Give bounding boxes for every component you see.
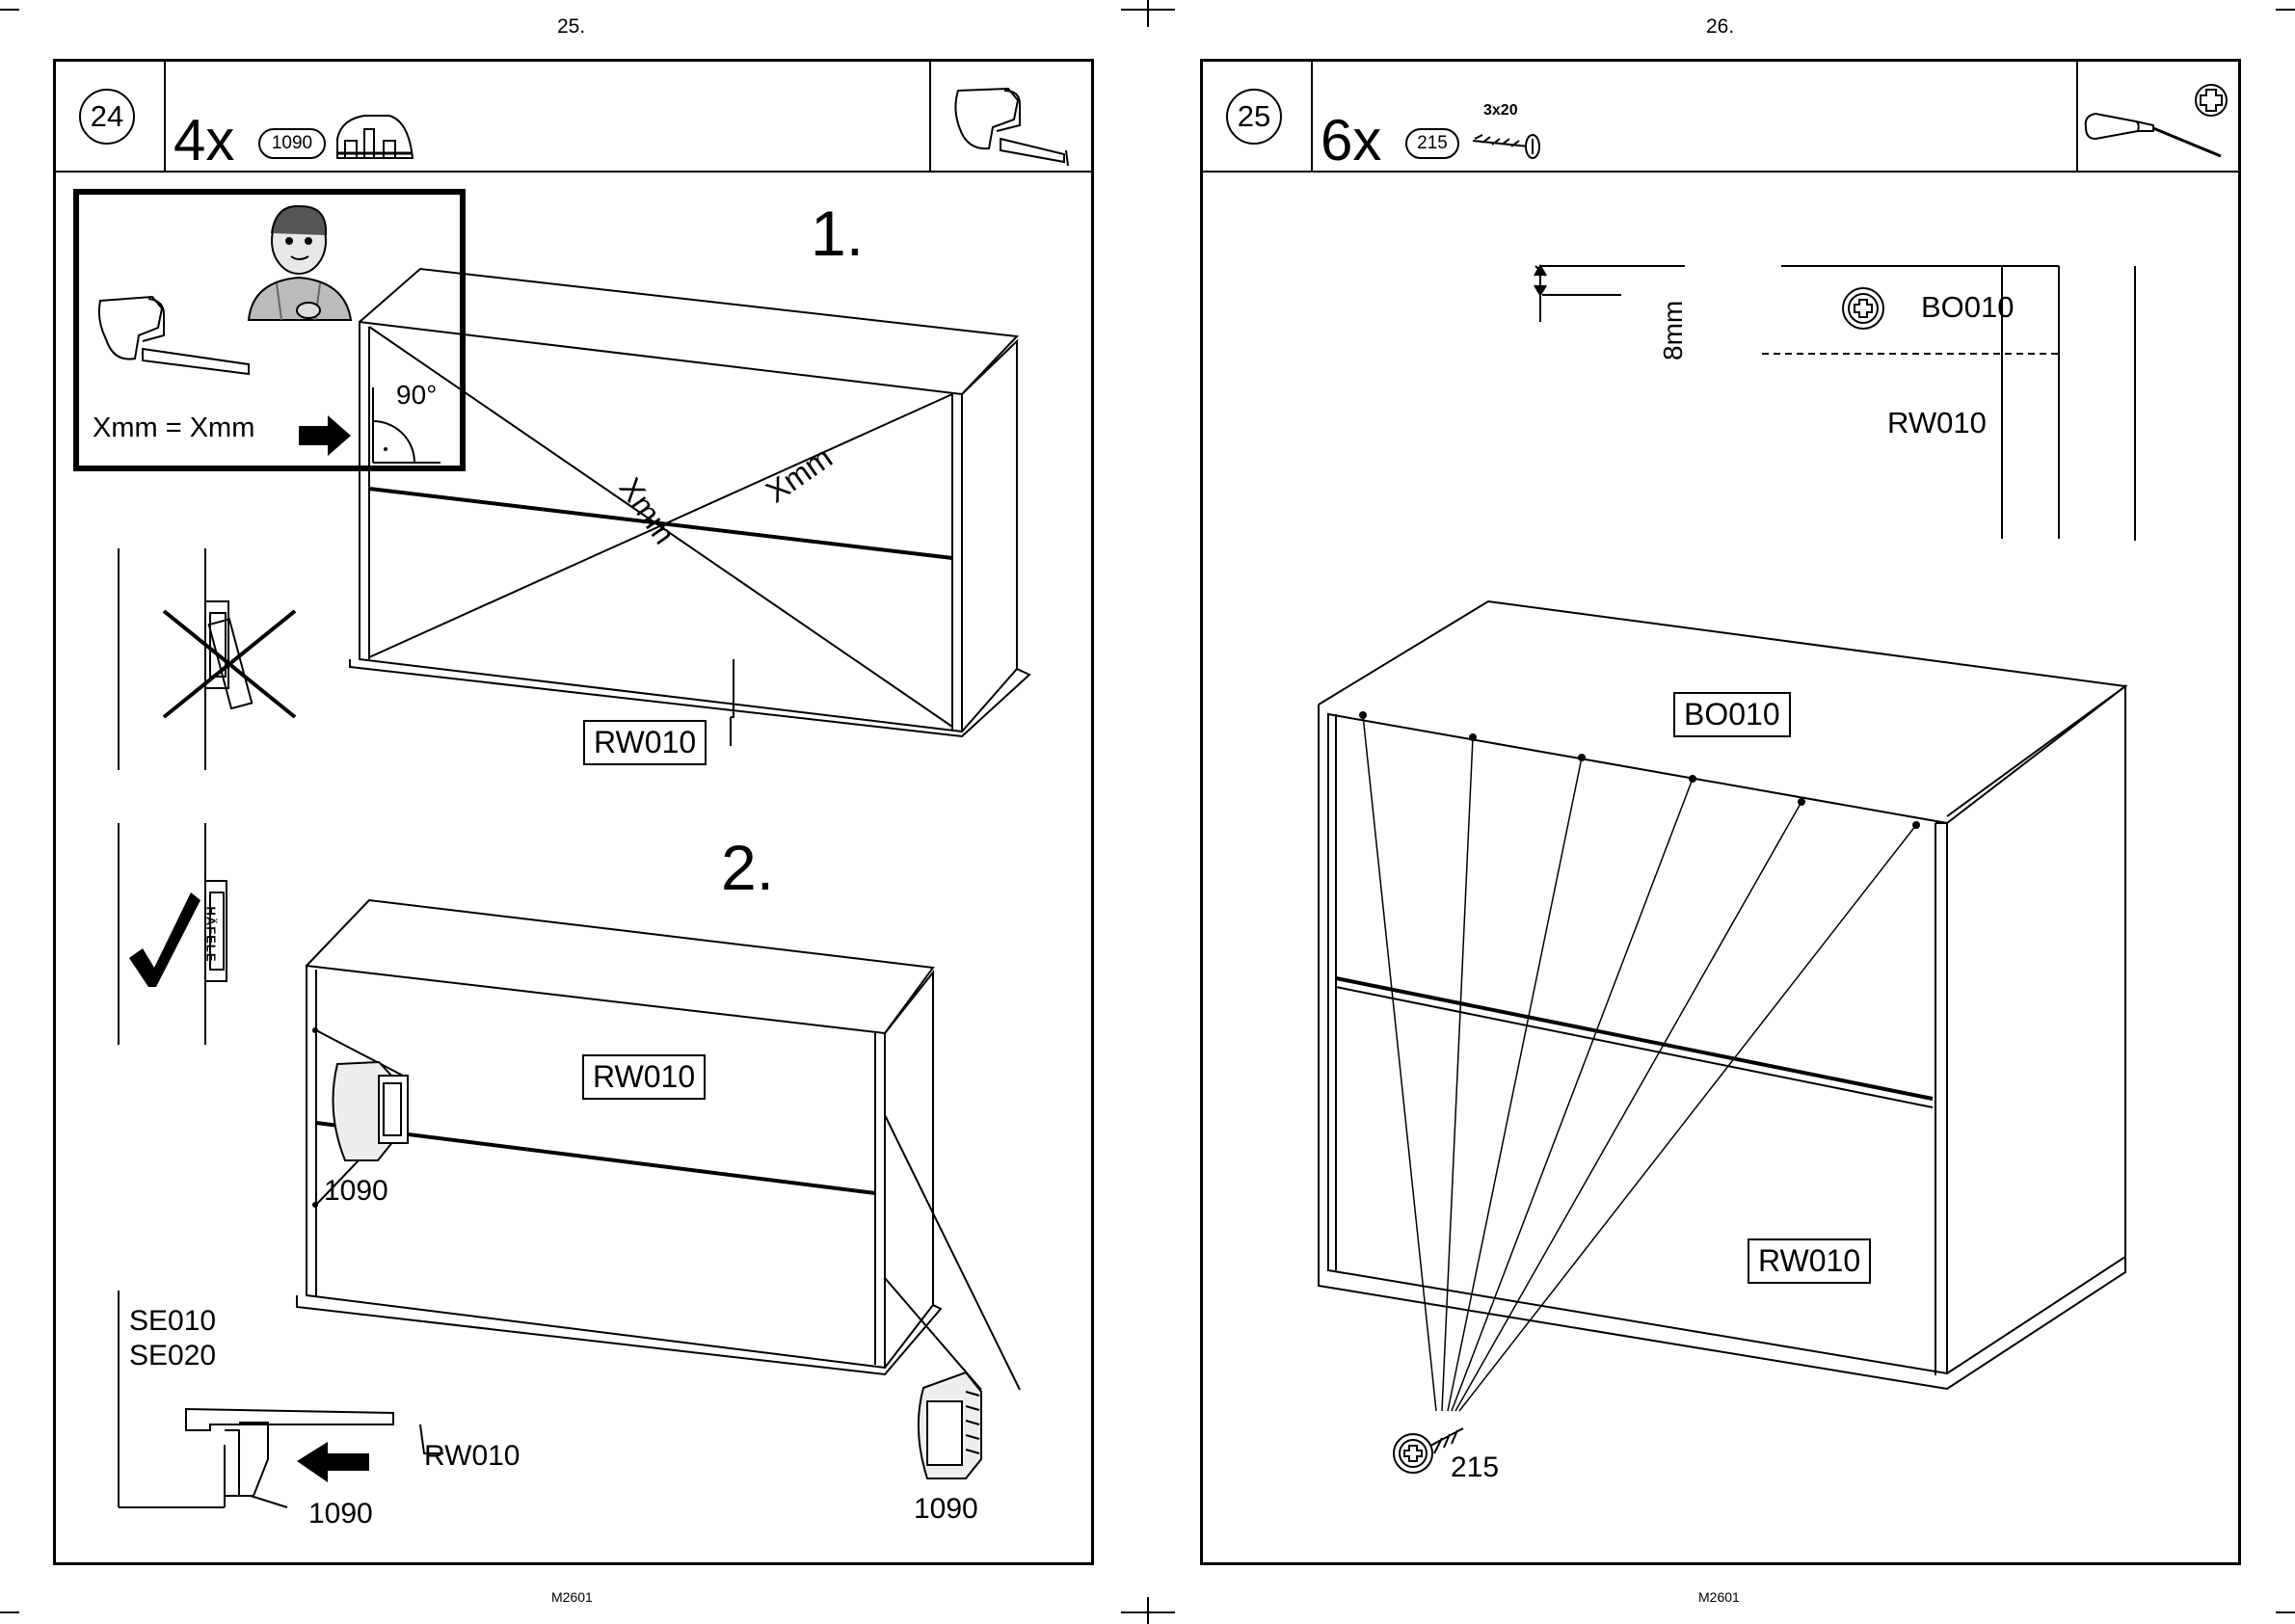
fitting-right-illustration	[919, 1372, 981, 1478]
main-front-label: RW010	[1748, 1238, 1871, 1284]
right-page-number: 26.	[1706, 15, 1734, 39]
fitting-right-label: 1090	[914, 1493, 978, 1526]
substep-2-part-label: RW010	[582, 1054, 706, 1100]
cabinet-screw-drawing	[1203, 62, 2244, 1568]
fitting-left-illustration	[334, 1062, 409, 1160]
left-page-number: 25.	[557, 15, 585, 39]
cabinet-fitting-drawing	[56, 62, 1097, 1568]
main-top-label: BO010	[1673, 692, 1791, 737]
left-footer-code: M2601	[551, 1589, 593, 1605]
left-step-panel: 24 4x 1090	[53, 59, 1094, 1565]
fitting-left-label: 1090	[324, 1175, 388, 1208]
screw-label: 215	[1451, 1451, 1499, 1484]
right-step-panel: 25 6x 215 3x20	[1200, 59, 2241, 1565]
right-footer-code: M2601	[1698, 1589, 1740, 1605]
